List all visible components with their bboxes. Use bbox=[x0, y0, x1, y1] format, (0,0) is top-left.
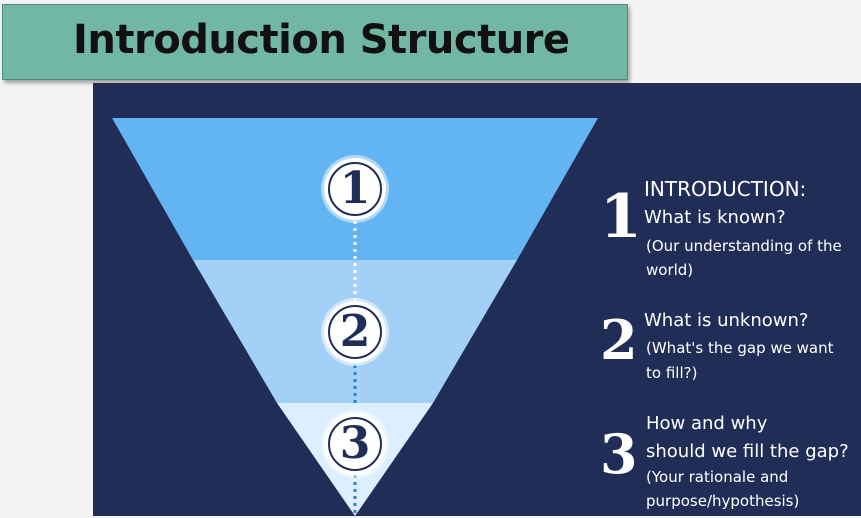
step-badge-1: 1 bbox=[324, 158, 386, 220]
step-badge-3: 3 bbox=[324, 413, 386, 475]
level-1-detail-line1: (Our understanding of the bbox=[646, 237, 842, 255]
level-1-heading: INTRODUCTION: bbox=[644, 177, 807, 201]
badge-ring bbox=[328, 162, 382, 216]
level-1-question: What is known? bbox=[644, 207, 786, 228]
level-2-question: What is unknown? bbox=[644, 310, 809, 331]
diagram-panel: 1 2 3 1 INTRODUCTION: What is known? (Ou… bbox=[93, 83, 861, 516]
level-1-detail-line2: world) bbox=[646, 261, 694, 279]
step-badge-number: 3 bbox=[339, 418, 371, 469]
title-banner: Introduction Structure bbox=[2, 4, 628, 80]
level-3-question-line2: should we fill the gap? bbox=[646, 441, 849, 462]
step-badge-number: 2 bbox=[339, 306, 371, 357]
level-3-number: 3 bbox=[600, 422, 638, 486]
level-2-detail-line1: (What's the gap we want bbox=[646, 339, 834, 357]
level-2-detail-line2: to fill?) bbox=[646, 364, 698, 382]
level-1-number: 1 bbox=[600, 182, 642, 252]
level-3-question-line1: How and why bbox=[646, 413, 768, 434]
slide-title: Introduction Structure bbox=[73, 17, 570, 63]
level-2-number: 2 bbox=[600, 308, 638, 372]
level-3-detail-line2: purpose/hypothesis) bbox=[646, 492, 800, 510]
step-badge-2: 2 bbox=[324, 301, 386, 363]
badge-ring bbox=[328, 305, 382, 359]
level-3-detail-line1: (Your rationale and bbox=[646, 468, 789, 486]
badge-ring bbox=[328, 417, 382, 471]
step-badge-number: 1 bbox=[339, 163, 371, 214]
